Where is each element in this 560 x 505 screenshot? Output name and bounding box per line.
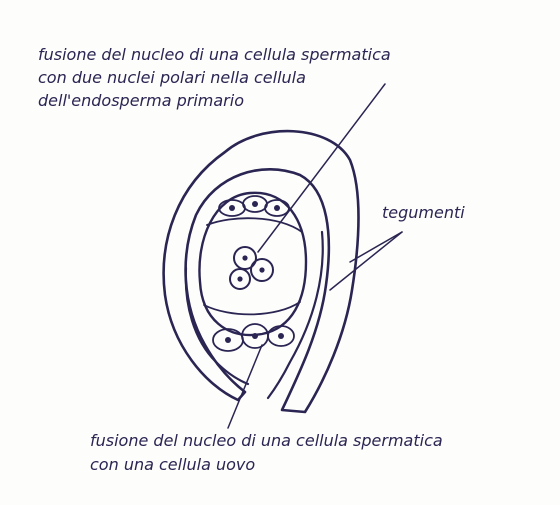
- embryo-sac: [198, 191, 308, 337]
- bottom-label: fusione del nucleo di una cellula sperma…: [90, 431, 443, 474]
- top-label-line2: con due nuclei polari nella cellula: [38, 68, 306, 87]
- top-label: fusione del nucleo di una cellula sperma…: [38, 45, 391, 110]
- top-label-line3: dell'endosperma primario: [38, 91, 244, 110]
- central-cell-boundary: [206, 217, 303, 233]
- tegumenti-label: tegumenti: [382, 203, 465, 222]
- outer-integument: [162, 129, 360, 414]
- bottom-pointer-line: [227, 344, 263, 429]
- egg-apparatus: [212, 323, 295, 352]
- bottom-label-line1: fusione del nucleo di una cellula sperma…: [90, 431, 443, 450]
- tegumenti-pointer-outer: [349, 231, 403, 263]
- bottom-label-line2: con una cellula uovo: [90, 455, 255, 474]
- polar-nuclei: [229, 246, 274, 290]
- inner-integument: [266, 230, 324, 400]
- antipodal-cells: [218, 195, 290, 217]
- inner-integument-left: [184, 266, 250, 386]
- central-cell-boundary-lower: [203, 301, 301, 316]
- tegumenti-pointer-inner: [329, 231, 403, 291]
- top-pointer-line: [257, 83, 386, 253]
- top-label-line1: fusione del nucleo di una cellula sperma…: [38, 45, 391, 64]
